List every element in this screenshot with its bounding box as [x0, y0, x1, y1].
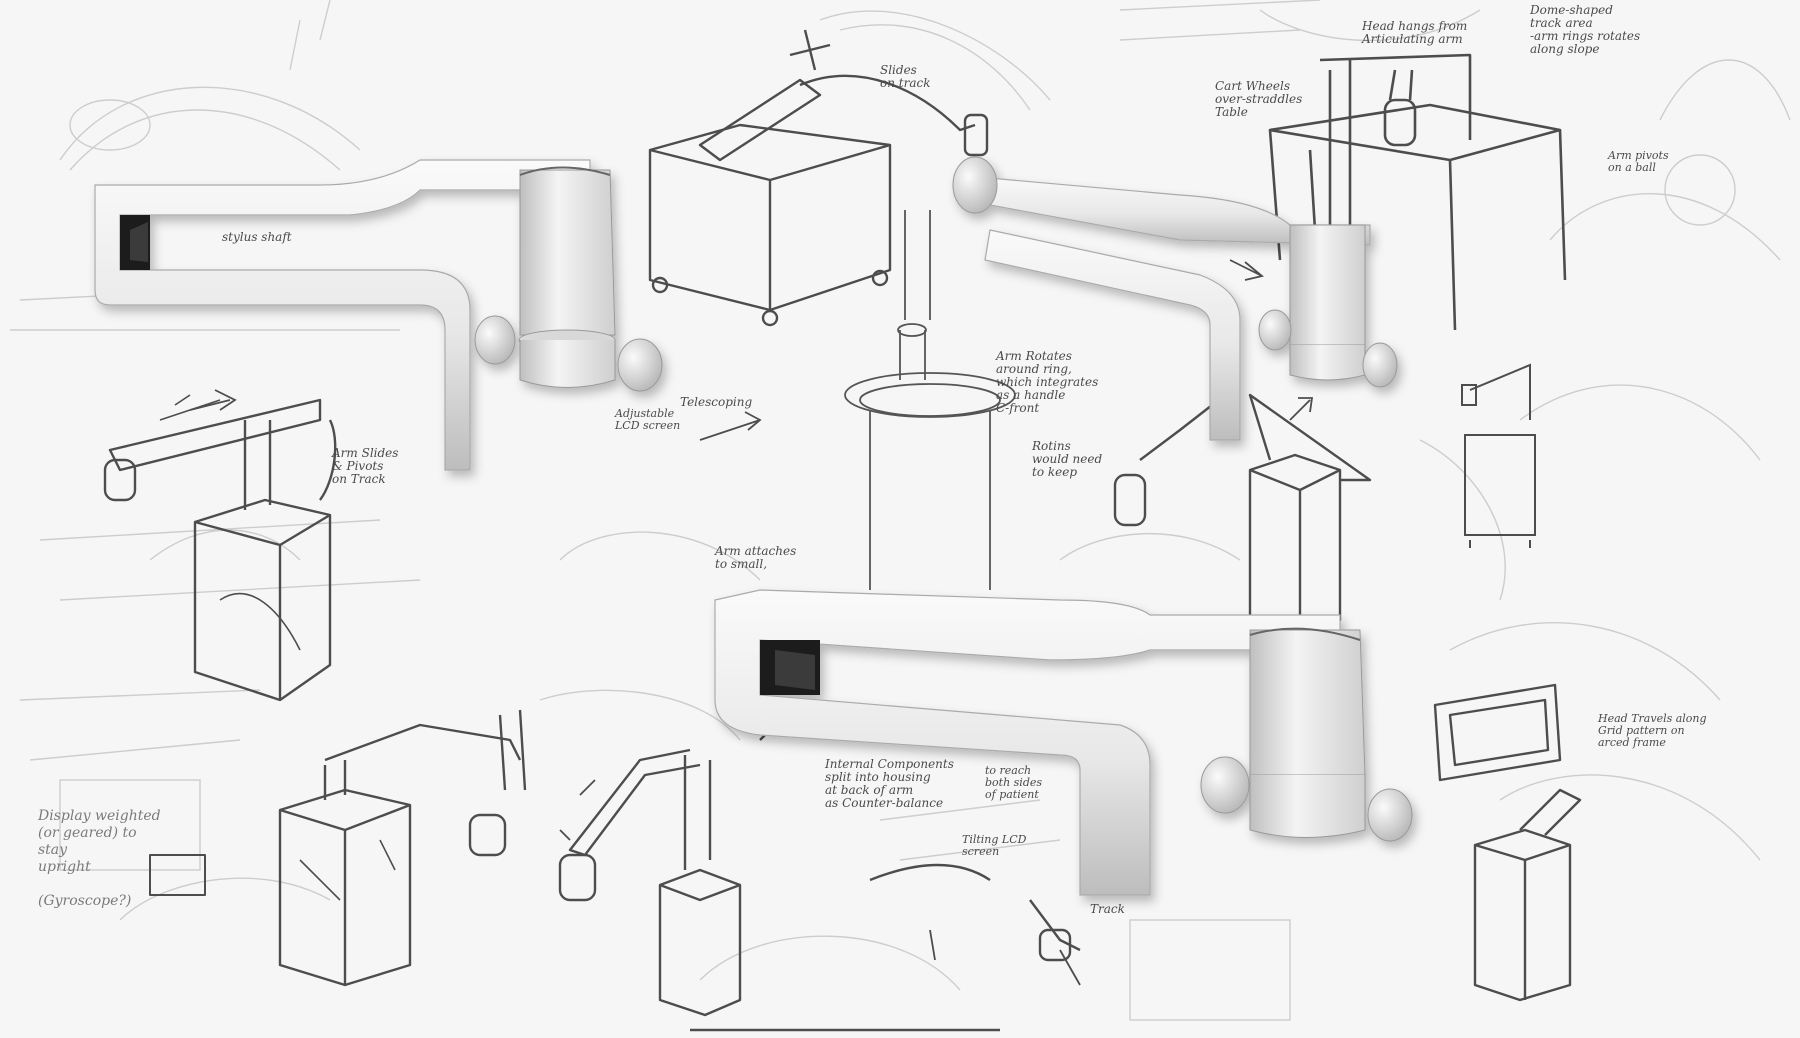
cart-sketch-bottom-left: [149, 709, 527, 987]
ring-stand-sketch: [844, 210, 1016, 590]
note-arm-rotates: Arm Rotates around ring, which integrate…: [996, 349, 1099, 415]
table-sketch-top-right: [1268, 53, 1567, 331]
note-head-hangs: Head hangs from Articulating arm: [1362, 19, 1468, 46]
cart-sketch-far-right: [1461, 363, 1536, 548]
note-adjustable-lcd: Adjustable LCD screen: [615, 407, 681, 432]
note-dome-shaped: Dome-shaped track area -arm rings rotate…: [1530, 3, 1641, 56]
note-cart-wheels: Cart Wheels over-straddles Table: [1215, 79, 1303, 119]
note-slides-on-track: Slides on track: [880, 63, 931, 90]
note-internal-components: Internal Components split into housing a…: [825, 757, 954, 810]
cart-sketch-bottom-center: [558, 709, 1081, 1032]
note-arm-attaches: Arm attaches to small,: [715, 544, 797, 571]
render-arm-icon: [952, 156, 1398, 441]
note-head-travels: Head Travels along Grid pattern on arced…: [1598, 712, 1707, 749]
direction-arrow-icon: [189, 259, 1314, 986]
render-arm-icon: [714, 589, 1413, 896]
cart-sketch-left: [103, 394, 337, 702]
faint-background-sketches: [10, 0, 1791, 1021]
note-display-weighted: Display weighted (or geared) to stay upr…: [38, 808, 161, 909]
cart-sketch-right-tower: [1113, 393, 1372, 642]
cart-sketch-top-center: [648, 29, 989, 327]
note-tilting-lcd: Tilting LCD screen: [962, 833, 1027, 858]
cart-sketch-bottom-right: [1433, 683, 1582, 1002]
note-arm-slides-pivots: Arm Slides & Pivots on Track: [332, 446, 399, 486]
note-track: Track: [1090, 902, 1125, 916]
note-rotating-ring: Rotins would need to keep: [1032, 439, 1103, 479]
note-stylus-shaft: stylus shaft: [222, 230, 292, 244]
note-arm-pivots: Arm pivots on a ball: [1608, 149, 1669, 174]
note-both-sides: to reach both sides of patient: [985, 764, 1043, 801]
note-telescoping: Telescoping: [680, 395, 753, 409]
render-arm-icon: [94, 159, 663, 471]
